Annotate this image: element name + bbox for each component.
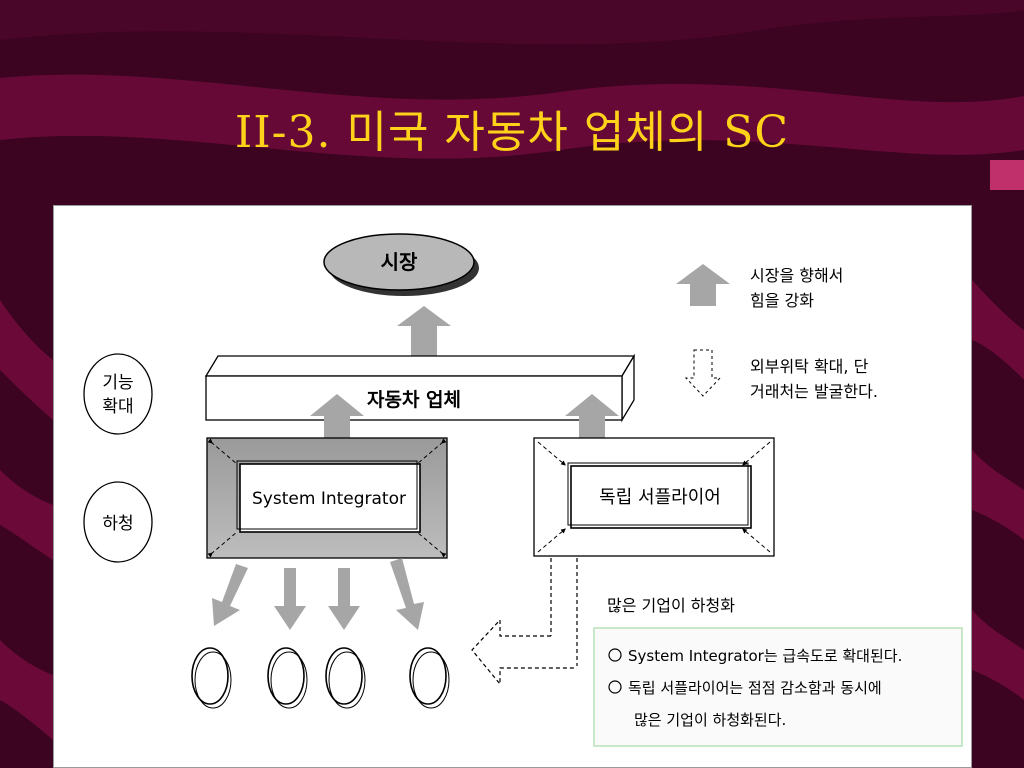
si-to-automaker-arrow [310,394,364,438]
note-3: 많은 기업이 하청화된다. [634,711,786,729]
supply-chain-diagram: 시장 자동차 업체 기능 확대 하청 [83,233,963,747]
diagram-panel: 시장 자동차 업체 기능 확대 하청 [53,205,972,768]
system-integrator-label: System Integrator [252,489,406,509]
dashed-arrow-legend-icon [684,349,722,397]
si-to-company-arrow-1 [212,564,248,626]
market-label: 시장 [381,250,418,274]
svg-text:외부위탁 확대, 단: 외부위탁 확대, 단 [750,357,869,376]
subcontractor-2 [267,647,305,705]
solid-arrow-legend-icon [676,264,730,306]
note-1: System Integrator는 급속도로 확대된다. [628,647,902,665]
independent-supplier-node: 독립 서플라이어 [533,437,775,557]
si-to-company-arrow-4 [390,558,424,630]
system-integrator-node: System Integrator [206,437,448,559]
subcontractor-3 [325,647,363,705]
subcontract-side-label: 하청 [83,481,153,563]
bullet-icon [608,648,622,662]
independent-supplier-label: 독립 서플라이어 [599,487,721,508]
automaker-label: 자동차 업체 [367,389,461,411]
legend: 시장을 향해서 힘을 강화 외부위탁 확대, 단 거래처는 발굴한다. [676,264,878,401]
supplier-to-automaker-arrow [565,394,619,438]
bullet-icon [608,680,622,694]
svg-text:시장을 향해서: 시장을 향해서 [750,266,843,285]
svg-text:거래처는 발굴한다.: 거래처는 발굴한다. [750,382,878,401]
function-expand-label: 기능 확대 [83,353,153,435]
market-node: 시장 [323,233,479,296]
svg-text:기능: 기능 [102,373,133,393]
automaker-bar: 자동차 업체 [204,353,636,423]
note-2: 독립 서플라이어는 점점 감소함과 동시에 [628,679,882,697]
svg-text:하청: 하청 [102,514,133,534]
svg-text:힘을 강화: 힘을 강화 [750,291,814,310]
si-to-company-arrow-3 [328,568,360,630]
automaker-to-market-arrow [397,306,451,358]
slide-title: II-3. 미국 자동차 업체의 SC [234,107,790,158]
notes-box: System Integrator는 급속도로 확대된다. 독립 서플라이어는 … [593,627,963,747]
subcontractor-4 [409,647,447,705]
subcontractor-nodes [191,647,450,709]
si-to-company-arrow-2 [274,568,306,630]
outsourcing-dashed-arrow [471,558,578,686]
subcontract-caption: 많은 기업이 하청화 [607,596,735,615]
subcontractor-1 [191,647,229,705]
svg-text:확대: 확대 [102,397,133,417]
